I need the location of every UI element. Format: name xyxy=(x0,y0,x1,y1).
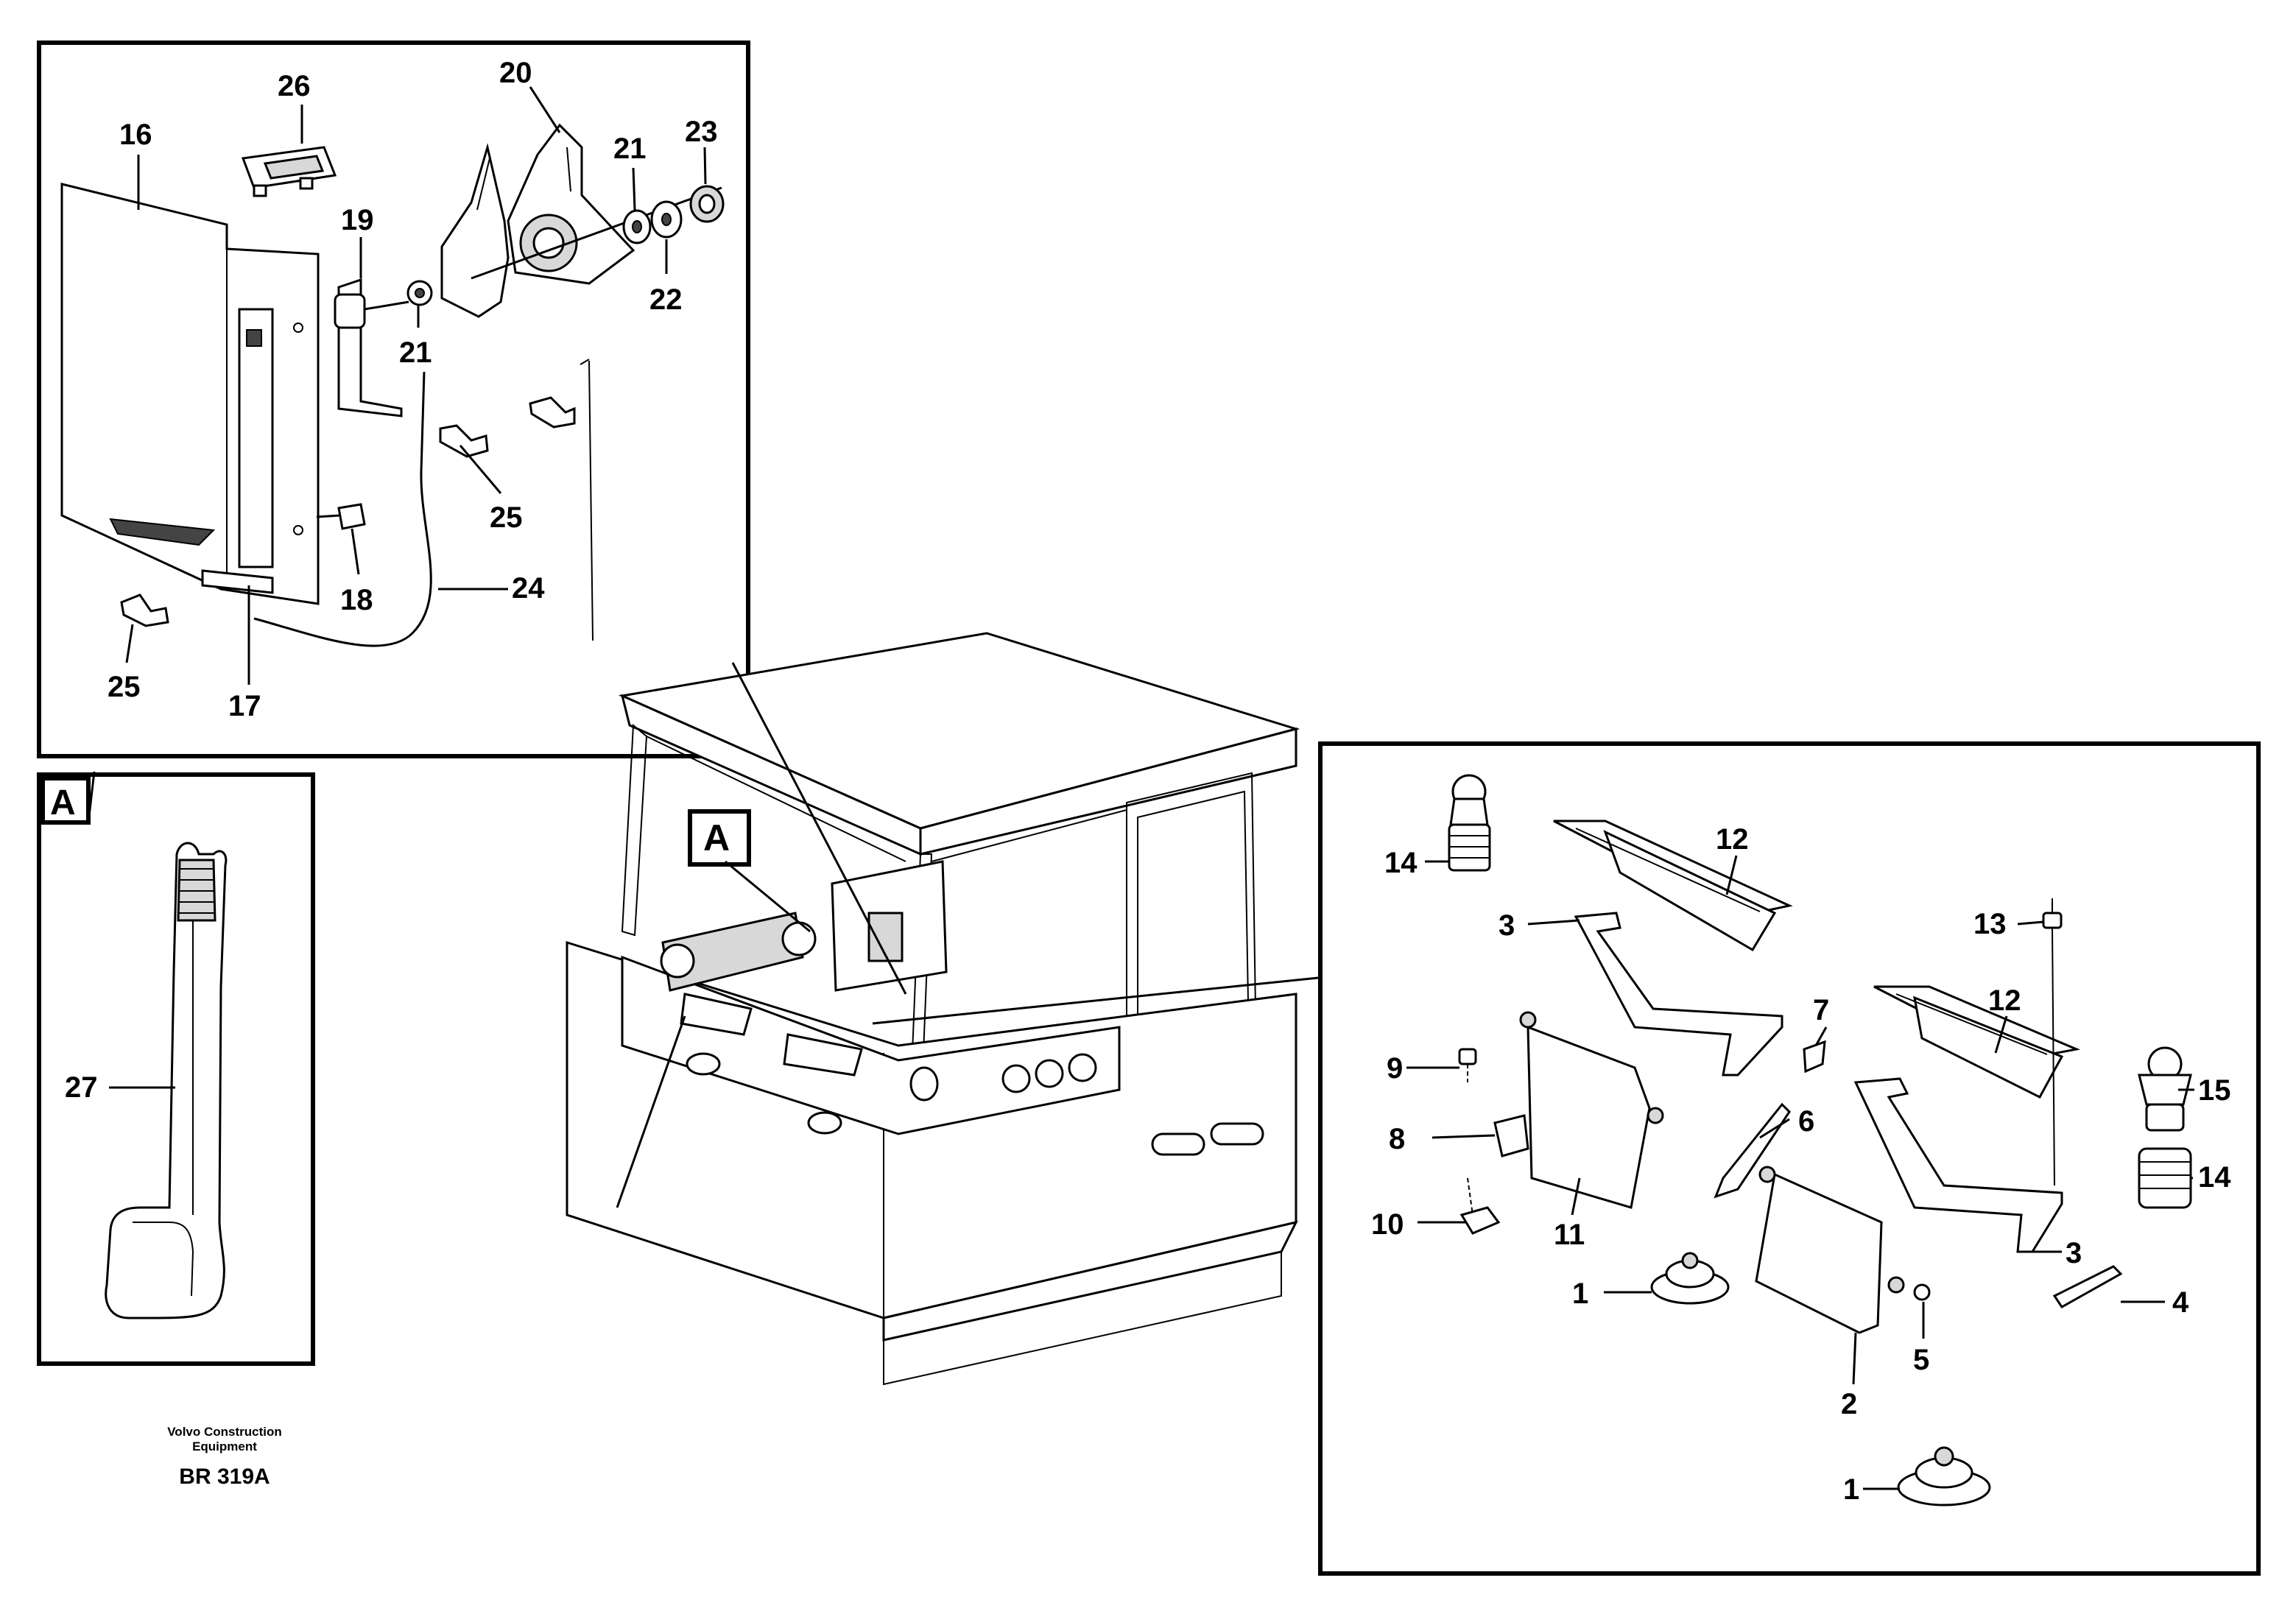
part-screw-and-clips xyxy=(1458,1048,1529,1235)
callout-11: 11 xyxy=(1554,1219,1585,1251)
part-lever-6 xyxy=(1714,1102,1791,1199)
drawing-code: BR 319A xyxy=(179,1465,270,1489)
part-grille-left xyxy=(1553,820,1793,952)
detail-frame-right xyxy=(1318,741,2261,1576)
callout-8: 8 xyxy=(1389,1123,1405,1155)
callout-10: 10 xyxy=(1371,1208,1404,1241)
callout-7: 7 xyxy=(1813,994,1829,1026)
part-strip-4 xyxy=(2052,1265,2123,1308)
part-screw xyxy=(316,503,366,530)
callout-21: 21 xyxy=(399,336,432,369)
callout-14: 14 xyxy=(1384,847,1418,879)
callout-25: 25 xyxy=(490,501,523,534)
part-cable xyxy=(253,371,432,647)
callout-25: 25 xyxy=(108,671,141,703)
callout-17: 17 xyxy=(228,690,261,722)
part-screw-5 xyxy=(1913,1283,1931,1301)
callout-12: 12 xyxy=(1716,823,1749,856)
callout-4: 4 xyxy=(2172,1286,2189,1319)
detail-frame-a xyxy=(37,772,315,1366)
detail-a-label-box xyxy=(41,776,91,825)
part-cap-lower xyxy=(1897,1446,1991,1506)
callout-3: 3 xyxy=(2066,1237,2082,1269)
callout-3: 3 xyxy=(1499,909,1515,942)
callout-9: 9 xyxy=(1387,1052,1403,1085)
part-washers-and-nut xyxy=(622,185,725,244)
detail-a-tool: A 27 xyxy=(37,771,315,1366)
callout-23: 23 xyxy=(685,116,718,148)
part-nozzle-upper xyxy=(1448,774,1491,872)
callout-22: 22 xyxy=(649,283,683,316)
cab-a-label: A xyxy=(703,817,730,859)
callout-5: 5 xyxy=(1913,1344,1929,1376)
part-flap-upper xyxy=(1519,1011,1664,1209)
ventilation-detail: 14 12 3 13 12 7 9 15 6 8 14 10 11 3 1 4 … xyxy=(1318,741,2261,1576)
callout-16: 16 xyxy=(119,119,152,151)
part-flap-7 xyxy=(1803,1040,1826,1074)
part-cover-panel xyxy=(60,183,320,605)
callout-18: 18 xyxy=(340,584,373,616)
callout-2: 2 xyxy=(1841,1388,1857,1420)
callout-1: 1 xyxy=(1572,1278,1588,1310)
part-flap-lower xyxy=(1755,1166,1905,1334)
company-name-line1: Volvo Construction xyxy=(167,1425,282,1439)
footer: Volvo Construction Equipment BR 319A xyxy=(167,1425,282,1489)
callout-24: 24 xyxy=(512,572,545,605)
callout-15: 15 xyxy=(2198,1074,2231,1107)
part-nut-13 xyxy=(2042,912,2063,929)
part-clip-top xyxy=(241,146,337,197)
part-knob-and-ring xyxy=(2138,1046,2192,1209)
part-tool xyxy=(105,842,228,1319)
detail-a-label: A xyxy=(50,783,76,822)
part-hinge-assembly xyxy=(406,123,722,318)
part-bracket xyxy=(334,278,409,417)
callout-21: 21 xyxy=(613,133,647,165)
callout-14: 14 xyxy=(2198,1161,2231,1194)
callout-19: 19 xyxy=(341,204,374,236)
part-cap-upper xyxy=(1650,1252,1730,1305)
callout-6: 6 xyxy=(1798,1105,1814,1138)
callout-20: 20 xyxy=(499,57,532,89)
company-name-line2: Equipment xyxy=(192,1439,257,1453)
part-cable-clips xyxy=(120,396,576,627)
callout-leaders-top-left xyxy=(125,86,707,685)
cab-illustration: A xyxy=(566,632,1319,1386)
callout-1: 1 xyxy=(1843,1473,1859,1506)
cab-a-label-box xyxy=(688,809,751,867)
callout-26: 26 xyxy=(278,70,311,102)
callout-13: 13 xyxy=(1973,908,2007,940)
part-bracket-right xyxy=(1853,1077,2063,1253)
part-bracket-left xyxy=(1574,912,1783,1076)
callout-27: 27 xyxy=(65,1071,98,1104)
callout-12: 12 xyxy=(1988,984,2021,1017)
detail-frame-top-left xyxy=(37,40,750,758)
visor-mount-detail: 16 26 20 21 23 19 21 22 25 18 24 25 17 xyxy=(37,40,750,758)
part-grille-right xyxy=(1873,985,2081,1099)
callout-leaders-right xyxy=(1406,855,2194,1490)
